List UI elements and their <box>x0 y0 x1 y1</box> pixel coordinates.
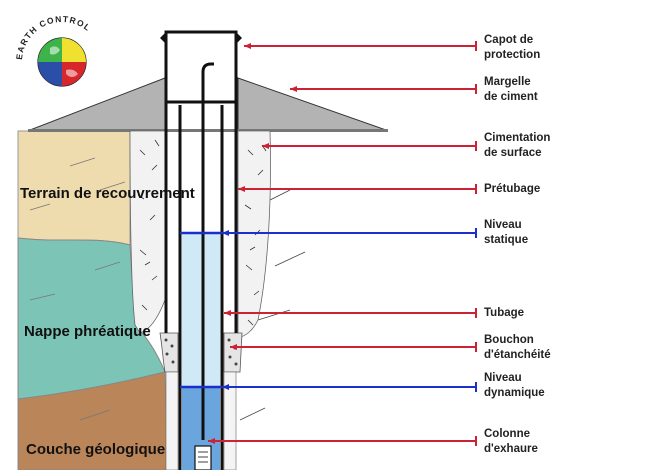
leader-arrow-niveau-dynamique <box>222 384 229 390</box>
cement-marks <box>137 139 267 326</box>
pump-grille <box>198 451 208 463</box>
formation-hatch-lines <box>239 189 306 421</box>
leader-arrow-bouchon <box>230 344 237 350</box>
discharge-pipe <box>201 62 214 440</box>
surface-cementation-right <box>237 130 271 339</box>
gravel-pack-left <box>165 371 179 470</box>
margelle-slab <box>29 77 166 132</box>
soil-hatch-lines <box>29 157 126 421</box>
leader-lines <box>180 41 477 446</box>
leader-arrow-cimentation <box>262 143 269 149</box>
logo-quadrant-yellow <box>62 38 86 62</box>
leader-arrow-capot <box>244 43 251 49</box>
label-pretubage: Prétubage <box>484 183 541 195</box>
label-tubage: Tubage <box>484 307 525 319</box>
leader-arrow-margelle <box>290 86 297 92</box>
margelle-slab-right <box>237 77 387 132</box>
gravel-pack-right <box>223 371 237 470</box>
stratum-label-bedrock: Couche géologique <box>26 441 166 458</box>
cap-hinge-right <box>236 32 242 44</box>
earth-control-logo: EARTH CONTROL <box>14 14 92 87</box>
stratum-label-overburden: Terrain de recouvrement <box>20 185 195 202</box>
sealing-plug-right <box>223 332 243 373</box>
leader-arrow-niveau-statique <box>222 230 229 236</box>
stratum-label-aquifer: Nappe phréatique <box>24 323 151 340</box>
cap-hinge-left <box>160 32 166 44</box>
leader-arrow-colonne <box>208 438 215 444</box>
ground-surface <box>28 129 388 132</box>
surface-cementation-left <box>129 130 166 334</box>
protection-cap <box>164 30 238 104</box>
leader-arrow-pretubage <box>238 186 245 192</box>
logo-quadrant-blue <box>38 62 62 86</box>
pump <box>194 445 212 470</box>
leader-arrow-tubage <box>224 310 231 316</box>
